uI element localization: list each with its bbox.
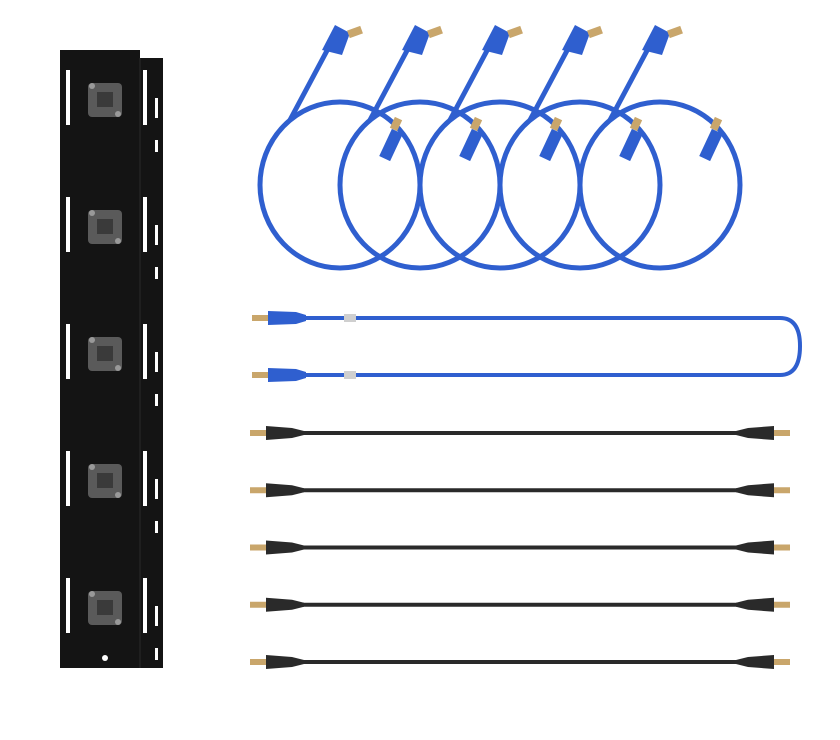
connector-boot	[736, 483, 774, 498]
connector-tip	[774, 601, 790, 608]
blue-cable-lead	[287, 43, 333, 122]
connector-tip	[507, 25, 523, 39]
connector-tip	[587, 25, 603, 39]
connector-tip	[250, 487, 266, 494]
blue-loop-cables	[257, 25, 743, 271]
connector-tip	[549, 116, 563, 132]
panel-slot	[143, 70, 147, 125]
connector-boot	[379, 128, 403, 162]
connector-tip	[469, 116, 483, 132]
connector-boot	[539, 128, 563, 162]
blue-cable-lead	[447, 43, 493, 122]
rj45-jack	[97, 600, 113, 615]
rj45-jack	[97, 346, 113, 361]
connector-boot	[402, 25, 430, 55]
screw-icon	[115, 492, 121, 498]
mount-hole	[102, 655, 108, 661]
panel-slot	[155, 606, 158, 626]
panel-slot	[155, 394, 158, 406]
connector-tip	[250, 659, 266, 665]
connector-tip	[774, 487, 790, 494]
panel-slot	[155, 267, 158, 279]
panel-slot	[155, 225, 158, 245]
screw-icon	[115, 111, 121, 117]
connector-boot	[736, 540, 774, 555]
connector-boot	[322, 25, 350, 55]
blue-cable-loop	[497, 99, 663, 271]
rj45-jack	[97, 92, 113, 107]
connector-tip	[389, 116, 403, 132]
connector-boot	[699, 128, 723, 162]
black-short-cables	[250, 426, 790, 669]
blue-cable-lead	[527, 43, 573, 122]
panel-slot	[66, 70, 70, 125]
panel-slot	[155, 352, 158, 372]
connector-boot	[266, 655, 304, 669]
rj45-jack	[97, 473, 113, 488]
blue-long-cable-body	[300, 316, 803, 377]
patch-panel	[60, 50, 163, 668]
rj45-jack	[97, 219, 113, 234]
connector-tip	[774, 430, 790, 436]
connector-boot	[642, 25, 670, 55]
blue-cable-loop	[577, 99, 743, 271]
screw-icon	[115, 365, 121, 371]
screw-icon	[89, 337, 95, 343]
connector-tip	[629, 116, 643, 132]
connector-tip	[427, 25, 443, 39]
panel-slot	[155, 479, 158, 499]
connector-tip	[250, 430, 266, 436]
connector-boot	[562, 25, 590, 55]
connector-boot	[736, 597, 774, 612]
screw-icon	[89, 210, 95, 216]
screw-icon	[115, 619, 121, 625]
panel-slot	[143, 324, 147, 379]
screw-icon	[89, 464, 95, 470]
screw-icon	[89, 83, 95, 89]
panel-slot	[66, 451, 70, 506]
panel-slot	[155, 98, 158, 118]
connector-tip	[252, 372, 268, 378]
connector-tip	[709, 116, 723, 132]
blue-long-cable	[252, 311, 803, 382]
connector-boot	[459, 128, 483, 162]
connector-tip	[252, 315, 268, 321]
connector-boot	[266, 426, 304, 440]
cable-label-band	[344, 371, 356, 379]
panel-slot	[143, 451, 147, 506]
panel-slot	[66, 324, 70, 379]
connector-tip	[667, 25, 683, 39]
blue-cable-lead	[607, 43, 653, 122]
panel-slot	[155, 648, 158, 660]
connector-tip	[347, 25, 363, 39]
blue-cable-lead	[367, 43, 413, 122]
connector-boot	[266, 540, 304, 555]
connector-boot	[482, 25, 510, 55]
screw-icon	[115, 238, 121, 244]
connector-boot	[268, 368, 306, 382]
panel-slot	[155, 140, 158, 152]
connector-boot	[268, 311, 306, 325]
panel-slot	[66, 578, 70, 633]
cable-label-band	[344, 314, 356, 322]
connector-boot	[619, 128, 643, 162]
connector-tip	[250, 601, 266, 608]
connector-boot	[266, 597, 304, 612]
connector-boot	[266, 483, 304, 498]
panel-slot	[143, 578, 147, 633]
connector-tip	[250, 544, 266, 551]
connector-tip	[774, 659, 790, 665]
panel-slot	[155, 521, 158, 533]
screw-icon	[89, 591, 95, 597]
connector-boot	[736, 426, 774, 440]
connector-tip	[774, 544, 790, 551]
panel-slot	[66, 197, 70, 252]
connector-boot	[736, 655, 774, 669]
panel-slot	[143, 197, 147, 252]
